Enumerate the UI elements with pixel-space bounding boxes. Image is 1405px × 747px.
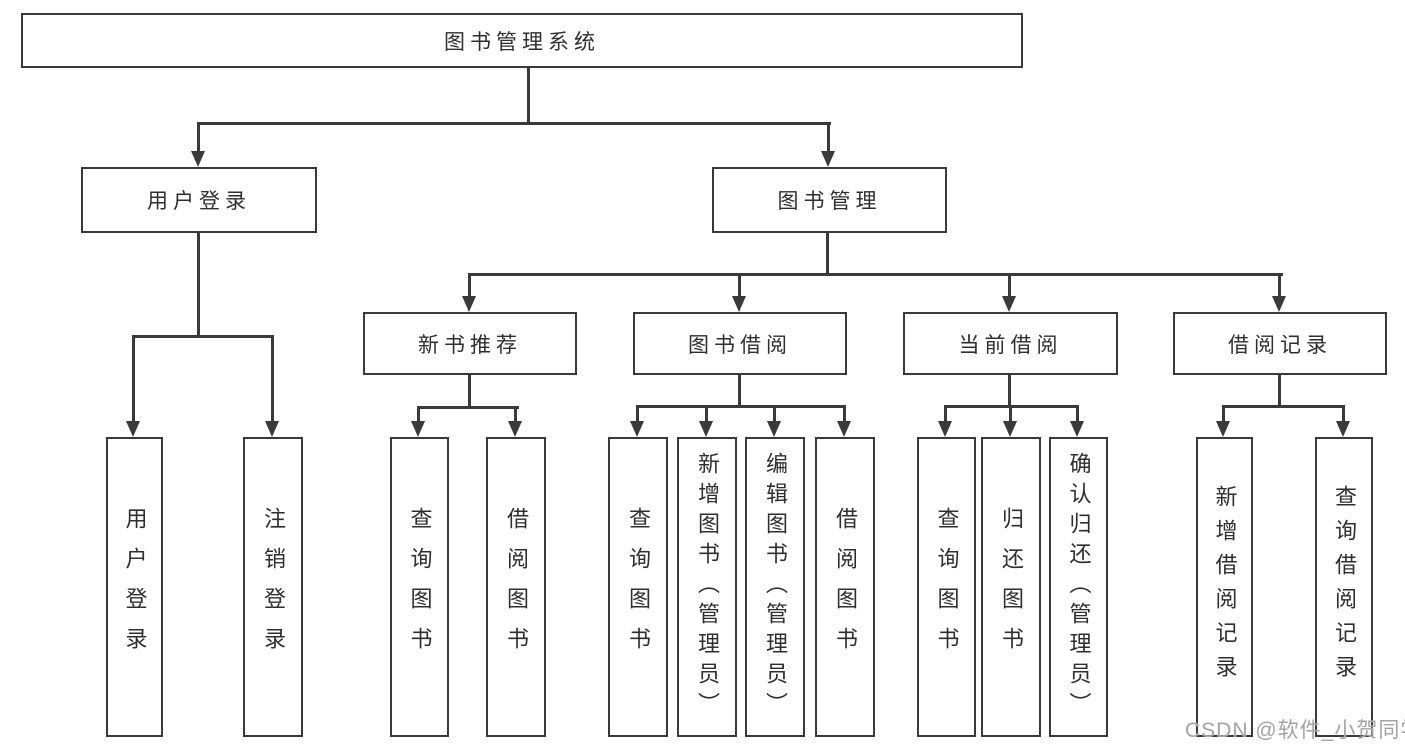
connector-l2-stem-right (827, 122, 830, 152)
arrowhead-borrow (732, 296, 746, 312)
leaf-cb-confirm: 确认归还（管理员） (1049, 437, 1108, 737)
leaf-user-login: 用户登录 (106, 437, 163, 737)
leaf-user-logout-label: 注销登录 (261, 507, 286, 667)
leaf-nb-query-label: 查询图书 (407, 507, 433, 667)
arrowhead-current (1002, 296, 1016, 312)
leaf-bb-borrow-label: 借阅图书 (833, 507, 858, 667)
connector-nb-stem-2 (514, 406, 517, 422)
connector-nb-drop (468, 375, 471, 406)
node-new-books-label: 新书推荐 (418, 333, 522, 357)
connector-nb-stem-1 (417, 406, 420, 422)
leaf-bb-add: 新增图书（管理员） (677, 437, 737, 737)
connector-bb-drop (738, 375, 741, 405)
node-current-label: 当前借阅 (958, 333, 1063, 357)
connector-nb-rail (417, 406, 519, 409)
node-borrow: 图书借阅 (633, 312, 847, 375)
arrowhead-book-mgmt (821, 151, 835, 167)
node-root-label: 图书管理系统 (444, 30, 600, 54)
arrowhead-user-login (191, 151, 205, 167)
leaf-user-login-label: 用户登录 (122, 507, 148, 667)
arrowhead-cb-return (1003, 421, 1017, 437)
connector-cb-drop (1008, 375, 1011, 405)
leaf-bb-query: 查询图书 (608, 437, 668, 737)
connector-br-drop (1278, 375, 1281, 405)
arrowhead-new-books (462, 296, 476, 312)
leaf-nb-borrow-label: 借阅图书 (504, 507, 529, 667)
leaf-cb-return: 归还图书 (981, 437, 1041, 737)
connector-l2-rail (197, 122, 831, 125)
arrowhead-cb-confirm (1070, 421, 1084, 437)
connector-login-rail (132, 335, 274, 338)
node-user-login: 用户登录 (81, 167, 317, 233)
arrowhead-nb-query (411, 421, 425, 437)
connector-root-drop (527, 68, 530, 122)
connector-br-stem-2 (1342, 405, 1345, 422)
connector-bb-stem-3 (773, 405, 776, 422)
connector-cb-stem-1 (944, 405, 947, 422)
leaf-bb-add-label: 新增图书（管理员） (695, 452, 720, 722)
leaf-bb-query-label: 查询图书 (626, 507, 651, 667)
arrowhead-nb-borrow (508, 421, 522, 437)
connector-br-rail (1222, 405, 1345, 408)
leaf-bb-edit: 编辑图书（管理员） (745, 437, 805, 737)
leaf-cb-return-label: 归还图书 (999, 507, 1024, 667)
leaf-br-add: 新增借阅记录 (1196, 437, 1253, 737)
node-root: 图书管理系统 (21, 13, 1023, 68)
leaf-cb-query-label: 查询图书 (934, 507, 960, 667)
connector-login-stem-2 (271, 335, 274, 422)
connector-bb-stem-4 (843, 405, 846, 422)
leaf-cb-confirm-label: 确认归还（管理员） (1066, 452, 1092, 722)
connector-cb-stem-3 (1076, 405, 1079, 422)
leaf-bb-edit-label: 编辑图书（管理员） (763, 452, 788, 722)
connector-login-stem-1 (132, 335, 135, 422)
leaf-nb-borrow: 借阅图书 (486, 437, 546, 737)
connector-l3-stem-1 (468, 273, 471, 297)
connector-l3-stem-3 (1008, 273, 1011, 297)
node-records: 借阅记录 (1173, 312, 1387, 375)
arrowhead-bb-query (630, 421, 644, 437)
leaf-cb-query: 查询图书 (917, 437, 976, 737)
csdn-watermark: CSDN @软件_小贺同学 (1185, 719, 1405, 742)
connector-l2-stem-left (197, 122, 200, 152)
leaf-br-add-label: 新增借阅记录 (1212, 485, 1238, 689)
leaf-br-query: 查询借阅记录 (1315, 437, 1373, 737)
arrowhead-records (1272, 296, 1286, 312)
connector-l3-rail (468, 273, 1283, 276)
leaf-bb-borrow: 借阅图书 (815, 437, 875, 737)
leaf-user-logout: 注销登录 (243, 437, 303, 737)
arrowhead-bb-borrow (837, 421, 851, 437)
connector-l3-stem-2 (738, 273, 741, 297)
connector-cb-stem-2 (1009, 405, 1012, 422)
leaf-nb-query: 查询图书 (390, 437, 449, 737)
arrowhead-user-logout (265, 421, 279, 437)
connector-bb-rail (636, 405, 846, 408)
node-records-label: 借阅记录 (1228, 333, 1332, 357)
node-user-login-label: 用户登录 (147, 190, 251, 213)
connector-login-drop (197, 233, 200, 335)
connector-br-stem-1 (1222, 405, 1225, 422)
arrowhead-br-add (1216, 421, 1230, 437)
node-new-books: 新书推荐 (363, 312, 577, 375)
connector-bb-stem-1 (636, 405, 639, 422)
arrowhead-bb-add (699, 421, 713, 437)
node-current: 当前借阅 (903, 312, 1118, 375)
connector-bb-stem-2 (705, 405, 708, 422)
connector-mgmt-drop (826, 233, 829, 273)
leaf-br-query-label: 查询借阅记录 (1332, 485, 1357, 689)
arrowhead-br-query (1336, 421, 1350, 437)
arrowhead-user-login-leaf (126, 421, 140, 437)
connector-l3-stem-4 (1278, 273, 1281, 297)
arrowhead-cb-query (938, 421, 952, 437)
node-book-mgmt: 图书管理 (712, 167, 947, 233)
node-book-mgmt-label: 图书管理 (777, 190, 882, 213)
node-borrow-label: 图书借阅 (688, 333, 792, 357)
arrowhead-bb-edit (767, 421, 781, 437)
